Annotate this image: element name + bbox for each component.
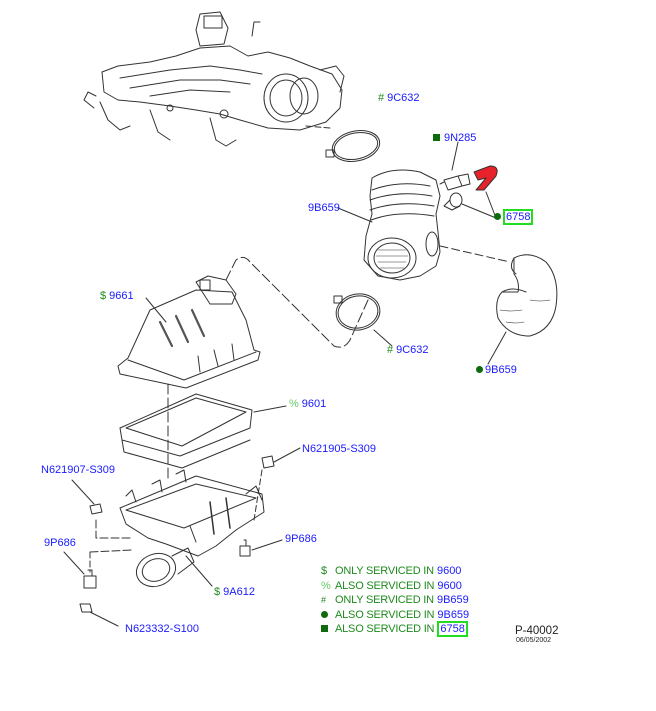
- clamp-9c632-bottom: [333, 293, 381, 331]
- elbow-duct-9b659: [496, 254, 558, 337]
- percent-symbol: %: [289, 398, 299, 410]
- legend-row: % ALSO SERVICED IN 9600: [321, 579, 469, 594]
- hash-symbol: #: [321, 595, 327, 605]
- callout-n621905-s309[interactable]: N621905-S309: [302, 443, 376, 456]
- legend-row: # ONLY SERVICED IN 9B659: [321, 593, 469, 608]
- dot-symbol-icon: [476, 366, 483, 373]
- dollar-symbol: $: [321, 565, 328, 577]
- dollar-symbol: $: [214, 586, 221, 598]
- callout-9601[interactable]: %9601: [289, 398, 326, 411]
- percent-symbol: %: [321, 579, 331, 592]
- callout-9a612[interactable]: $9A612: [214, 586, 255, 599]
- callout-9n285[interactable]: 9N285: [433, 132, 476, 145]
- callout-9c632-top[interactable]: #9C632: [378, 92, 420, 105]
- part-number: 9N285: [444, 132, 477, 144]
- legend-ref[interactable]: 9B659: [437, 608, 470, 621]
- air-cleaner-cover-9661: [117, 275, 261, 389]
- legend-row: $ ONLY SERVICED IN 9600: [321, 564, 469, 579]
- mount-9p686-left: [83, 569, 97, 589]
- dot-symbol-icon: [494, 213, 501, 220]
- breather-nipple-9n285: [439, 173, 471, 191]
- square-symbol-icon: [433, 134, 440, 141]
- callout-n621907-s309[interactable]: N621907-S309: [41, 464, 115, 477]
- drawing-date: 06/05/2002: [516, 637, 552, 644]
- square-symbol-icon: [321, 625, 328, 632]
- drawing-number: P-40002: [515, 625, 559, 637]
- dollar-symbol: $: [100, 290, 107, 302]
- legend-ref[interactable]: 9B659: [436, 594, 469, 606]
- callout-6758[interactable]: 6758: [494, 209, 534, 225]
- drawing-stamp: P-40002 06/05/2002: [515, 625, 558, 645]
- part-number: 9A612: [223, 586, 255, 598]
- legend: $ ONLY SERVICED IN 9600 % ALSO SERVICED IN…: [321, 564, 469, 637]
- dot-symbol-icon: [321, 610, 328, 618]
- legend-text: ALSO SERVICED IN: [335, 579, 435, 592]
- mount-9p686-right: [239, 539, 251, 557]
- callout-9p686-left[interactable]: 9P686: [44, 537, 76, 550]
- legend-ref[interactable]: 9600: [437, 579, 462, 592]
- legend-text: ALSO SERVICED IN: [335, 623, 435, 635]
- callout-9p686-right[interactable]: 9P686: [285, 533, 317, 546]
- callout-n623332-s100[interactable]: N623332-S100: [125, 623, 199, 636]
- air-filter-9601: [119, 393, 253, 469]
- part-number: 9661: [109, 290, 134, 302]
- grommet: [443, 192, 463, 211]
- legend-row: ALSO SERVICED IN 6758: [321, 621, 469, 637]
- legend-ref-highlighted[interactable]: 6758: [437, 621, 468, 637]
- part-number: 9B659: [485, 364, 517, 376]
- callout-9b659-main[interactable]: 9B659: [308, 202, 340, 215]
- intake-manifold: [83, 11, 345, 147]
- part-number: 9P686: [285, 533, 317, 545]
- nut-n621907: [89, 503, 103, 515]
- legend-text: ONLY SERVICED IN: [335, 594, 434, 606]
- part-number: N623332-S100: [125, 623, 200, 635]
- legend-row: ALSO SERVICED IN 9B659: [321, 608, 469, 623]
- hash-symbol: #: [387, 344, 394, 356]
- part-number-highlighted: 6758: [503, 209, 534, 225]
- hose-6758: [473, 165, 498, 191]
- part-number: 9C632: [387, 92, 420, 104]
- air-cleaner-housing-9a612: [119, 469, 265, 588]
- hash-symbol: #: [378, 92, 385, 104]
- part-number: 9P686: [44, 537, 76, 549]
- legend-text: ALSO SERVICED IN: [335, 608, 435, 621]
- part-number: N621907-S309: [41, 464, 116, 476]
- air-duct-9b659: [363, 169, 441, 281]
- callout-9c632-bottom[interactable]: #9C632: [387, 344, 429, 357]
- callout-9b659-elbow[interactable]: 9B659: [476, 364, 517, 377]
- part-number: 9B659: [308, 202, 340, 214]
- legend-ref[interactable]: 9600: [436, 565, 462, 577]
- nut-n621905: [261, 455, 275, 469]
- clamp-9c632-top: [325, 130, 381, 162]
- callout-9661[interactable]: $9661: [100, 290, 134, 303]
- part-number: 9C632: [396, 344, 429, 356]
- bolt-n623332: [79, 603, 93, 613]
- part-number: N621905-S309: [302, 443, 377, 455]
- legend-text: ONLY SERVICED IN: [335, 565, 434, 577]
- part-number: 9601: [301, 398, 327, 410]
